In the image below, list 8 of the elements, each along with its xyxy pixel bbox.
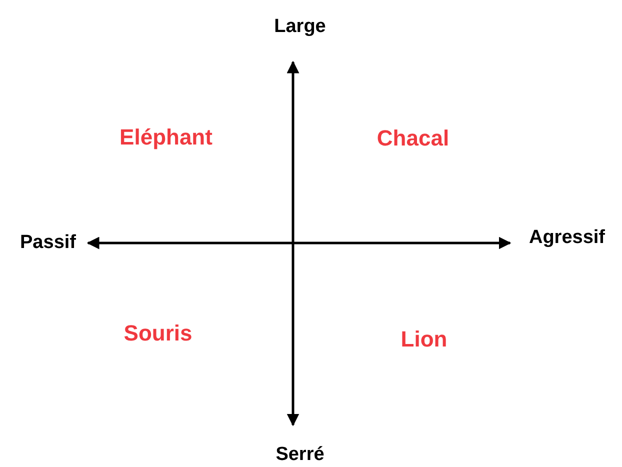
quadrant-label: Souris [124,320,192,348]
quadrant-label: Chacal [376,124,450,152]
quadrant-label: Eléphant [120,124,212,152]
axis-label: Large [274,14,326,39]
quadrant-label: Lion [400,326,448,354]
axis-label: Agressif [528,226,606,250]
axis-label: Serré [276,442,324,467]
axis-label: Passif [20,230,76,255]
